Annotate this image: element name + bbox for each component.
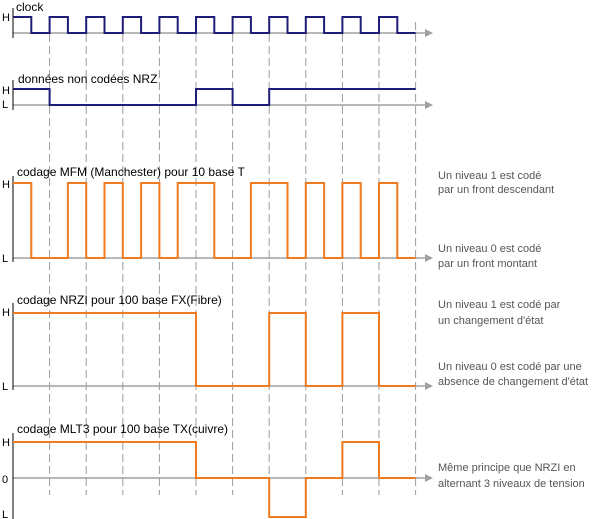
- clock-title: clock: [16, 0, 44, 14]
- nrzi-note1-line1: Un niveau 1 est codé par: [438, 299, 561, 311]
- nrz-title: données non codées NRZ: [18, 72, 157, 86]
- nrzi-high-label: H: [2, 307, 10, 319]
- mlt3-zero-label: 0: [2, 474, 8, 486]
- mfm-note1-line2: par un front descendant: [438, 184, 554, 196]
- clock-high-label: H: [2, 12, 10, 24]
- mfm-axis-arrow: [425, 254, 433, 262]
- mfm-note2-line1: Un niveau 0 est codé: [438, 243, 541, 255]
- mlt3-axis-arrow: [425, 474, 433, 482]
- mlt3-waveform: [13, 441, 416, 518]
- mfm-low-label: L: [2, 253, 8, 265]
- mfm-note1-line1: Un niveau 1 est codé: [438, 170, 541, 182]
- nrz-waveform: [13, 88, 416, 106]
- mlt3-low-label: L: [2, 509, 8, 519]
- mfm-note2-line2: par un front montant: [438, 258, 537, 270]
- nrzi-waveform: [13, 312, 416, 387]
- clock-waveform: [13, 16, 416, 34]
- nrz-low-label: L: [2, 99, 8, 111]
- nrz-axis-arrow: [425, 101, 433, 109]
- nrzi-axis-arrow: [425, 382, 433, 390]
- mlt3-note-line2: alternant 3 niveaux de tension: [438, 478, 585, 490]
- nrz-high-label: H: [2, 85, 10, 97]
- nrzi-title: codage NRZI pour 100 base FX(Fibre): [17, 293, 222, 307]
- mfm-title: codage MFM (Manchester) pour 10 base T: [17, 165, 246, 179]
- mlt3-note-line1: Même principe que NRZI en: [438, 462, 576, 474]
- mfm-waveform: [13, 182, 416, 259]
- nrzi-low-label: L: [2, 381, 8, 393]
- mlt3-high-label: H: [2, 437, 10, 449]
- clock-axis-arrow: [425, 29, 433, 37]
- nrzi-note1-line2: un changement d'état: [438, 315, 543, 327]
- nrzi-note2-line1: Un niveau 0 est codé par une: [438, 361, 582, 373]
- nrzi-note2-line2: absence de changement d'état: [438, 376, 588, 388]
- mlt3-title: codage MLT3 pour 100 base TX(cuivre): [17, 422, 228, 436]
- mfm-high-label: H: [2, 179, 10, 191]
